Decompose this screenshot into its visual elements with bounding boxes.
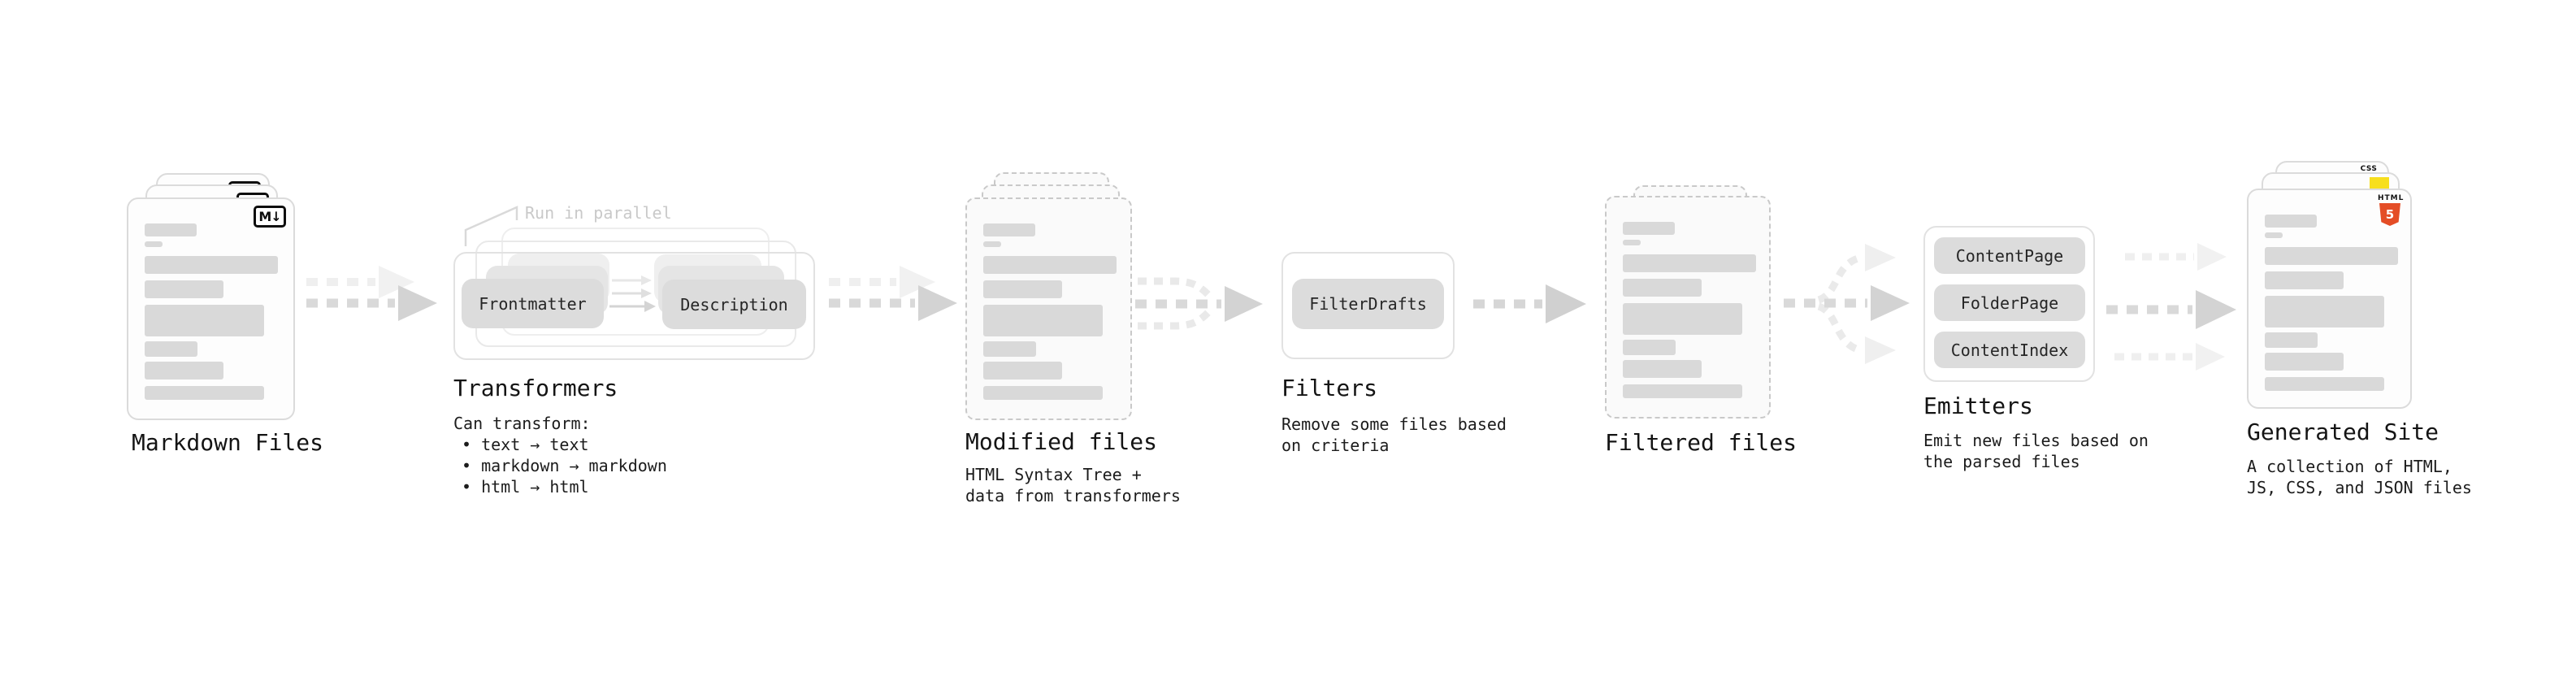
doc-text-bar [2265,377,2384,391]
css-icon-word: CSS [2360,165,2378,173]
doc-text-bar [1623,254,1756,272]
doc-text-bar [145,280,223,298]
doc-text-bar [2265,353,2344,371]
doc-text-bar [983,223,1035,236]
markdown-icon: M↓ [254,206,286,228]
transformers-description: Can transform: • text → text • markdown … [453,413,667,497]
doc-text-bar [1623,222,1675,235]
doc-text-bar [2265,247,2398,265]
can-transform-heading: Can transform: [453,414,591,433]
doc-text-bar [145,305,264,336]
bullet-html-to-html: • html → html [462,477,589,497]
doc-text-bar [983,386,1103,400]
filters-desc-line2: on criteria [1281,436,1390,455]
emitters-desc-line1: Emit new files based on [1923,431,2149,450]
arrowhead [1546,284,1586,323]
emitters-desc-line2: the parsed files [1923,452,2080,471]
doc-text-bar [2265,271,2344,289]
stage-title-filtered-files: Filtered files [1605,429,1798,456]
arrow-emitters-to-generated [2106,243,2236,371]
stage-title-filters: Filters [1281,375,1378,401]
arrow-transformers-to-modified [829,266,957,321]
doc-text-bar [145,341,197,357]
filters-box [1281,252,1455,359]
generated-doc-html: HTML 5 [2247,189,2412,409]
run-in-parallel-label: Run in parallel [525,203,672,223]
contentpage-pill: ContentPage [1934,237,2085,274]
description-pill: Description [662,280,806,329]
filtered-file-doc-front [1605,196,1771,419]
arrowhead [398,285,437,321]
doc-text-bar [1623,360,1702,378]
arrowhead-ghost [1865,336,1896,364]
doc-text-bar [983,241,1001,247]
arrowhead [918,285,957,321]
stage-title-markdown-files: Markdown Files [132,429,324,456]
emitters-description: Emit new files based on the parsed files [1923,430,2149,472]
doc-text-bar [983,305,1103,336]
arrow-filtered-to-emitters-fanout [1784,244,1910,364]
doc-text-bar [983,362,1062,380]
html5-icon-word: HTML [2378,194,2405,202]
bullet-text-to-text: • text → text [462,435,589,454]
doc-text-bar [2265,296,2384,327]
contentindex-pill: ContentIndex [1934,332,2085,368]
generated-desc-line2: JS, CSS, and JSON files [2247,478,2472,497]
doc-text-bar [1623,240,1641,245]
doc-text-bar [1623,384,1742,398]
arrowhead [2196,290,2236,329]
filters-description: Remove some files based on criteria [1281,414,1507,456]
generated-desc-line1: A collection of HTML, [2247,457,2452,476]
arrowhead-ghost [1865,244,1896,271]
doc-text-bar [2265,215,2317,228]
markdown-file-doc-front: M↓ [127,197,295,420]
generated-site-description: A collection of HTML, JS, CSS, and JSON … [2247,456,2472,498]
arrowhead [1225,286,1263,322]
arrow-modified-to-filters-converge [1135,277,1263,330]
doc-text-bar [145,362,223,380]
doc-text-bar [2265,232,2283,238]
stage-title-transformers: Transformers [453,375,618,401]
arrowhead-ghost [900,266,935,298]
modified-desc-line1: HTML Syntax Tree + [965,465,1142,484]
doc-text-bar [1623,340,1676,355]
doc-text-bar [145,223,197,236]
doc-text-bar [145,241,163,247]
stage-title-generated-site: Generated Site [2247,419,2439,445]
modified-file-doc-front [965,197,1132,420]
stage-title-modified-files: Modified files [965,428,1158,455]
filterdrafts-pill: FilterDrafts [1292,279,1444,329]
doc-text-bar [983,280,1062,298]
doc-text-bar [2265,332,2318,348]
modified-files-description: HTML Syntax Tree + data from transformer… [965,464,1181,506]
doc-text-bar [1623,279,1702,297]
doc-text-bar [983,256,1117,274]
html5-icon-shield: 5 [2379,203,2400,226]
arrow-filters-to-filtered [1473,284,1586,323]
frontmatter-pill: Frontmatter [462,279,604,328]
arrow-markdown-to-transformers [306,266,437,321]
stage-title-emitters: Emitters [1923,393,2033,419]
doc-text-bar [1623,303,1742,335]
arrowhead-ghost [2197,243,2227,271]
filters-desc-line1: Remove some files based [1281,414,1507,434]
transformer-box-front [453,252,815,360]
doc-text-bar [983,341,1036,357]
doc-text-bar [145,386,264,400]
emitters-box [1923,226,2095,382]
arrowhead-ghost [379,266,414,298]
arrowhead [1871,285,1910,321]
doc-text-bar [145,256,278,274]
modified-desc-line2: data from transformers [965,486,1181,505]
arrowhead-ghost [2196,343,2225,371]
javascript-icon [2370,177,2389,189]
folderpage-pill: FolderPage [1934,284,2085,321]
html5-icon: HTML 5 [2378,194,2405,226]
bullet-markdown-to-markdown: • markdown → markdown [462,456,667,475]
